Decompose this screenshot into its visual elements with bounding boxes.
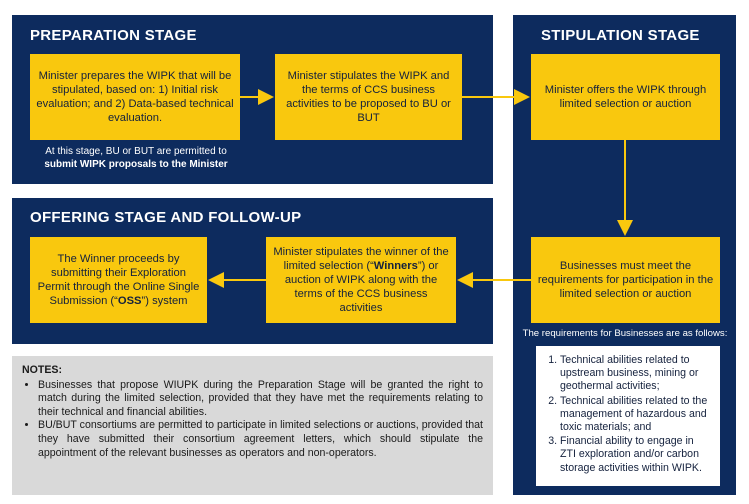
winners-term: Winners	[373, 260, 418, 272]
stipulate-wipk-text: Minister stipulates the WIPK and the ter…	[286, 70, 451, 124]
stipulate-wipk-box: Minister stipulates the WIPK and the ter…	[275, 54, 462, 140]
note-item: BU/BUT consortiums are permitted to part…	[38, 419, 483, 460]
offering-stage-title: OFFERING STAGE AND FOLLOW-UP	[30, 209, 302, 226]
requirements-intro: The requirements for Businesses are as f…	[522, 328, 728, 339]
meet-requirements-text: Businesses must meet the requirements fo…	[537, 260, 714, 300]
notes-title: NOTES:	[22, 364, 63, 376]
prepare-wipk-box: Minister prepares the WIPK that will be …	[30, 54, 240, 140]
meet-requirements-box: Businesses must meet the requirements fo…	[531, 237, 720, 323]
oss-term: OSS	[117, 295, 142, 307]
winner-proceeds-text: The Winner proceeds by submitting their …	[37, 253, 200, 307]
preparation-stage-title: PREPARATION STAGE	[30, 27, 197, 44]
requirements-list-box: Technical abilities related to upstream …	[536, 346, 720, 486]
preparation-note-line1: At this stage, BU or BUT are permitted t…	[45, 146, 227, 157]
winner-stipulation-text: Minister stipulates the winner of the li…	[273, 246, 449, 314]
requirement-item: Technical abilities related to the manag…	[560, 395, 712, 435]
winner-stipulation-box: Minister stipulates the winner of the li…	[266, 237, 456, 323]
requirement-item: Financial ability to engage in ZTI explo…	[560, 435, 712, 475]
preparation-note: At this stage, BU or BUT are permitted t…	[22, 145, 250, 171]
offer-wipk-box: Minister offers the WIPK through limited…	[531, 54, 720, 140]
notes-list: Businesses that propose WIUPK during the…	[22, 379, 483, 461]
preparation-note-line2: submit WIPK proposals to the Minister	[44, 159, 228, 170]
winner-proceeds-box: The Winner proceeds by submitting their …	[30, 237, 207, 323]
note-item: Businesses that propose WIUPK during the…	[38, 379, 483, 420]
offer-wipk-text: Minister offers the WIPK through limited…	[544, 84, 707, 110]
requirements-list: Technical abilities related to upstream …	[544, 354, 712, 475]
stipulation-stage-title: STIPULATION STAGE	[541, 27, 700, 44]
prepare-wipk-text: Minister prepares the WIPK that will be …	[36, 70, 234, 124]
requirement-item: Technical abilities related to upstream …	[560, 354, 712, 394]
notes-box: NOTES: Businesses that propose WIUPK dur…	[12, 356, 493, 495]
